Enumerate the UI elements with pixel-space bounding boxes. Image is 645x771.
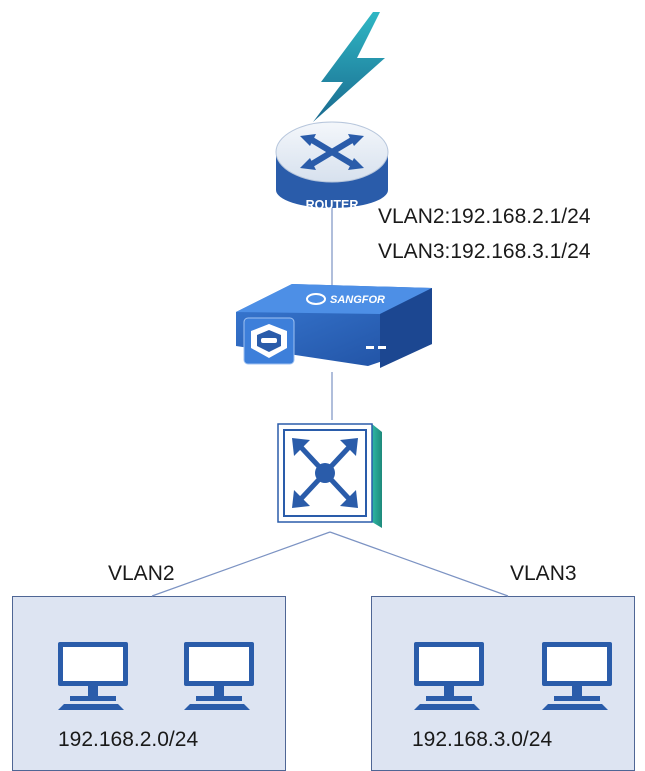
sangfor-logo: SANGFOR bbox=[306, 293, 385, 306]
router-vlan3-gateway: VLAN3:192.168.3.1/24 bbox=[378, 240, 591, 263]
firewall-logo bbox=[243, 317, 295, 365]
vlan3-label: VLAN3 bbox=[510, 562, 577, 585]
router-vlan2-gateway: VLAN2:192.168.2.1/24 bbox=[378, 205, 591, 228]
router-label: ROUTER bbox=[306, 198, 359, 212]
computer-icon bbox=[414, 642, 484, 710]
router-icon: ROUTER bbox=[275, 121, 389, 212]
switch-icon bbox=[277, 423, 382, 528]
vlan2-subnet: 192.168.2.0/24 bbox=[58, 728, 199, 751]
computer-icon bbox=[184, 642, 254, 710]
vlan2-label: VLAN2 bbox=[108, 562, 175, 585]
firewall-brand: SANGFOR bbox=[330, 294, 385, 306]
link-switch-vlan3 bbox=[329, 531, 509, 597]
computer-icon bbox=[58, 642, 128, 710]
firewall-icon: SANGFOR bbox=[236, 284, 432, 368]
link-switch-vlan2 bbox=[151, 531, 331, 597]
lightning-icon bbox=[313, 12, 385, 122]
computer-icon bbox=[542, 642, 612, 710]
vlan3-subnet: 192.168.3.0/24 bbox=[412, 728, 553, 751]
links bbox=[151, 208, 509, 597]
